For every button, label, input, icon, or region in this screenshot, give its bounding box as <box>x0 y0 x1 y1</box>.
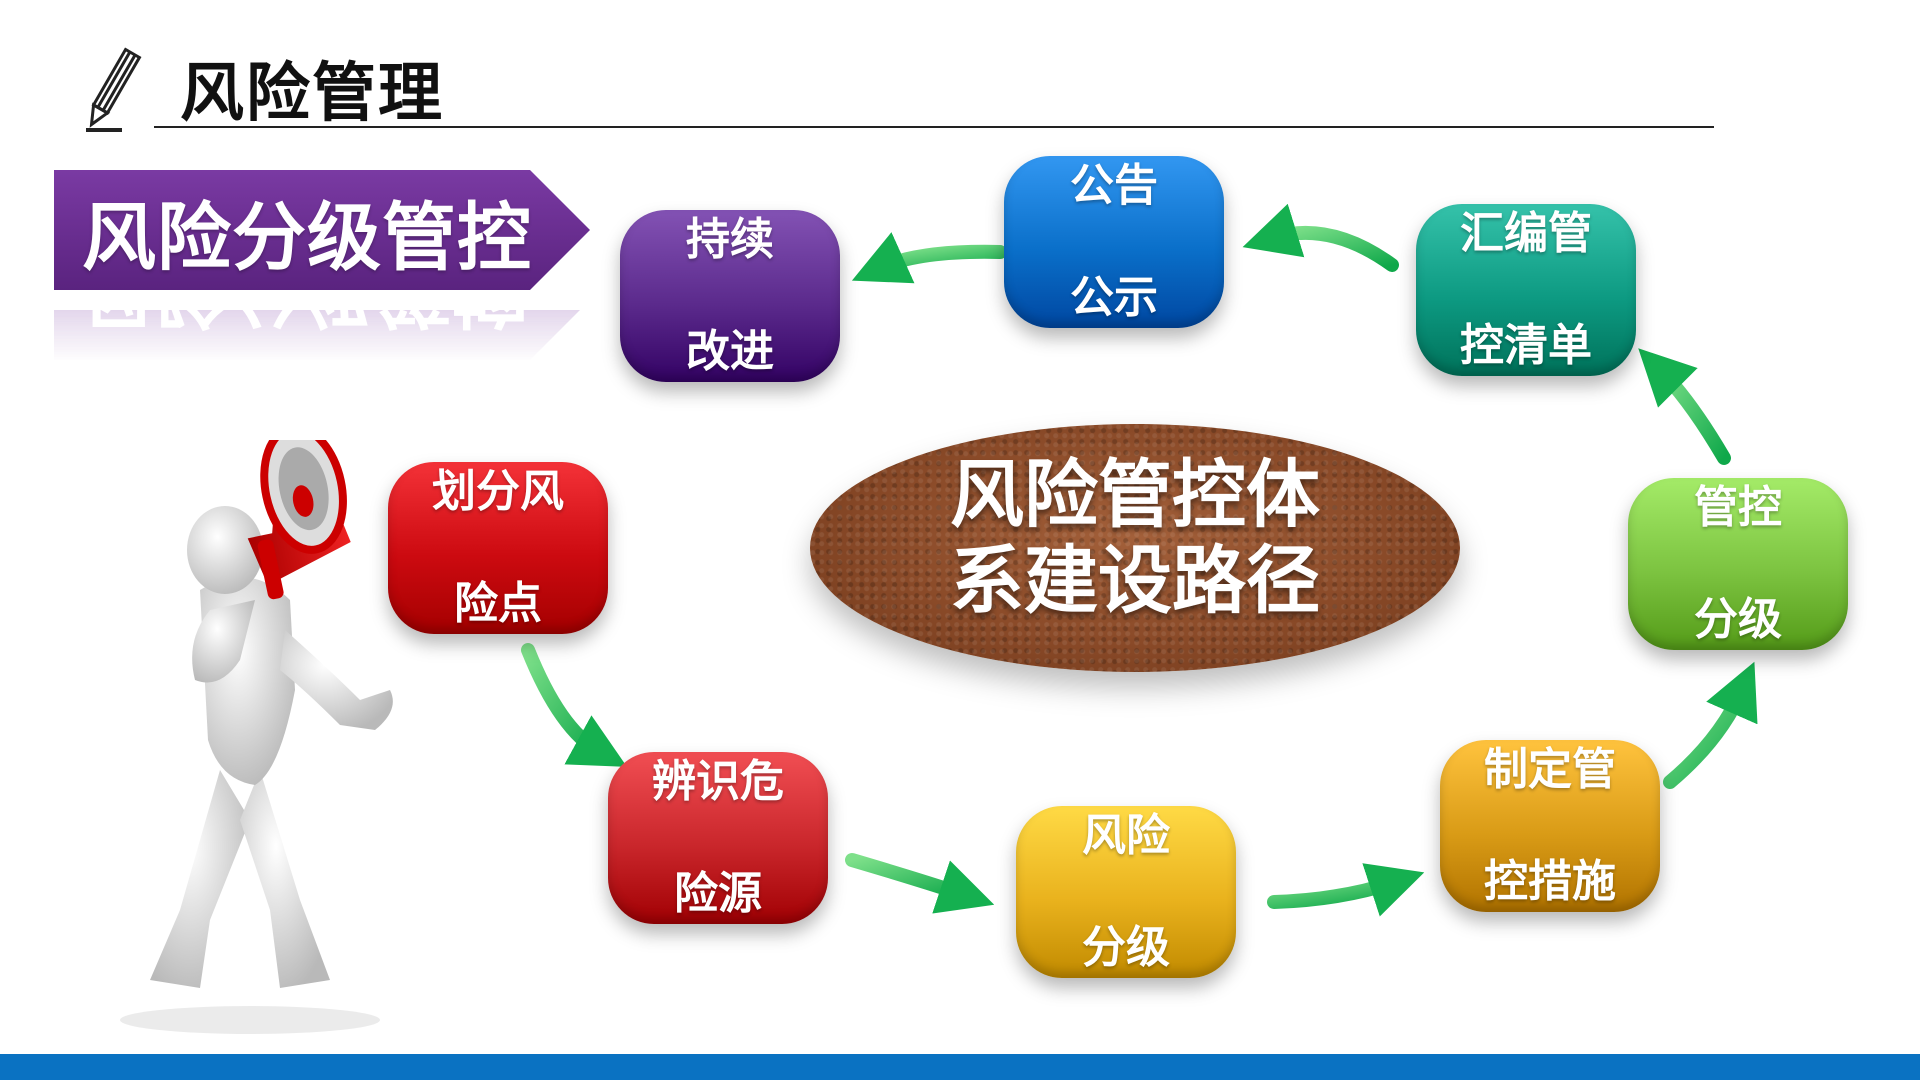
step-divide-risk-points: 划分风险点 <box>388 462 608 634</box>
arrow-2 <box>845 853 995 914</box>
arrow-5 <box>1638 348 1731 465</box>
step-risk-grading: 风险分级 <box>1016 806 1236 978</box>
step-identify-hazards: 辨识危险源 <box>608 752 828 924</box>
arrow-3 <box>1267 863 1425 917</box>
banner-title: 风险分级管控 <box>82 195 532 281</box>
page-title: 风险管理 <box>180 57 444 131</box>
center-title: 风险管控体 系建设路径 <box>810 452 1460 624</box>
megaphone-figure-icon <box>120 440 393 1034</box>
bottom-bar <box>0 1054 1920 1080</box>
step-announce: 公告公示 <box>1004 156 1224 328</box>
banner-ribbon <box>54 170 590 290</box>
pencil-icon <box>86 47 142 132</box>
step-continuous-improvement: 持续改进 <box>620 210 840 382</box>
step-compile-list: 汇编管控清单 <box>1416 204 1636 376</box>
step-control-measures: 制定管控措施 <box>1440 740 1660 912</box>
center-oval <box>810 424 1460 672</box>
banner-reflection: 风险分级管控 <box>54 310 590 362</box>
arrow-1 <box>521 643 627 767</box>
arrow-4 <box>1663 661 1758 789</box>
arrow-6 <box>1242 203 1399 272</box>
step-control-grading: 管控分级 <box>1628 478 1848 650</box>
center-title-line2: 系建设路径 <box>950 538 1320 624</box>
header-divider <box>154 126 1714 128</box>
center-title-line1: 风险管控体 <box>950 452 1320 538</box>
arrow-7 <box>851 232 1007 284</box>
